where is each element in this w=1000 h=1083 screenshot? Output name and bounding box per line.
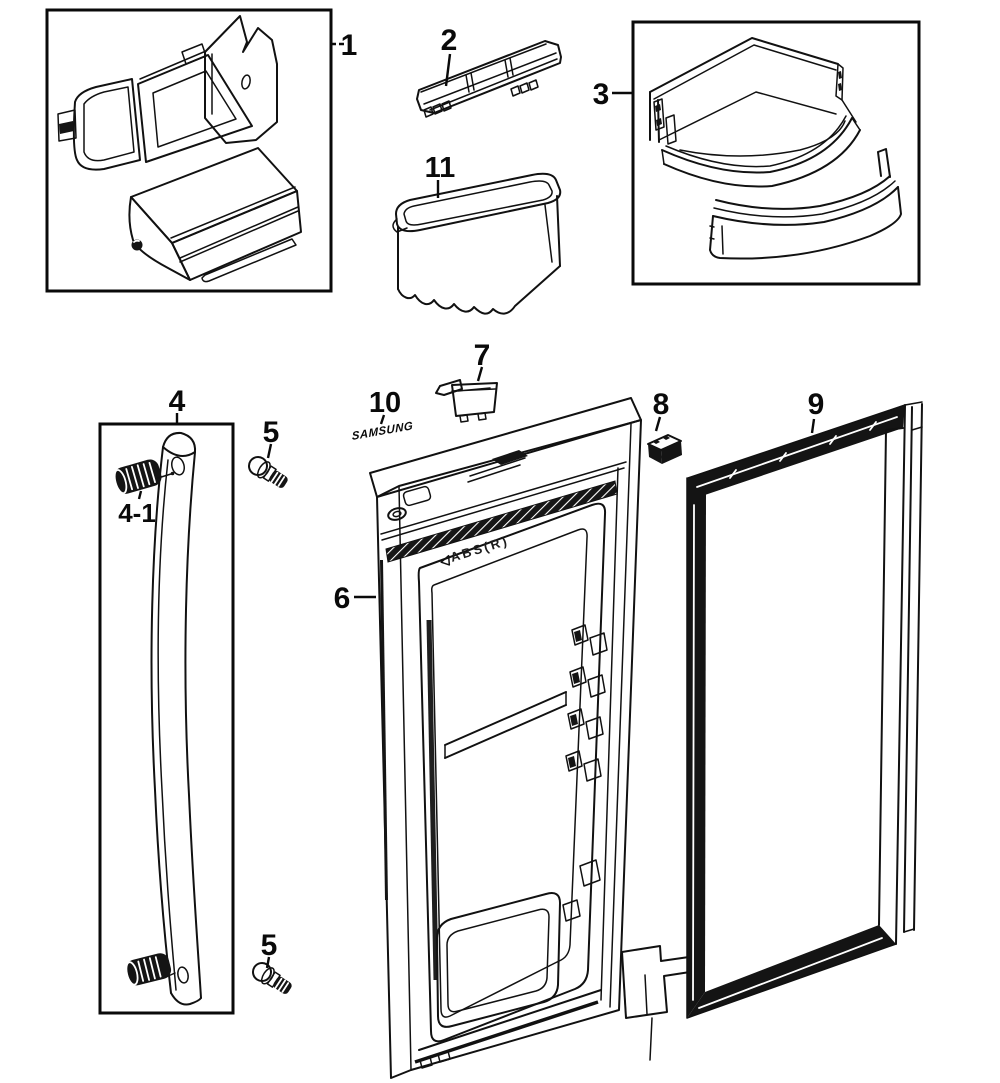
- callout-9: 9: [808, 388, 825, 421]
- part-3-box: [631, 20, 921, 286]
- gasket-drawing: [686, 401, 923, 1019]
- trim-rail-drawing: [416, 40, 562, 118]
- shelf-cover-drawing: [128, 147, 302, 283]
- callout-5-upper: 5: [263, 416, 280, 449]
- handle-drawing: [150, 431, 202, 1006]
- leader-10: [379, 414, 386, 425]
- callout-5-lower: 5: [261, 929, 278, 962]
- bracket-drawing: [435, 379, 498, 423]
- callout-6: 6: [334, 582, 351, 615]
- handle-end-cap-upper: [113, 459, 175, 495]
- callout-11: 11: [425, 152, 456, 184]
- door-basket-drawing: [392, 172, 562, 315]
- callout-labels: 1 2 3 4 4-1 5 5 6 7 8 9 10 11: [118, 24, 824, 962]
- leader-9: [810, 418, 816, 434]
- screw-upper-drawing: [248, 456, 288, 488]
- part-1-group: [45, 8, 333, 293]
- callout-10: 10: [369, 387, 401, 419]
- shelf-frame-drawing: [57, 15, 278, 171]
- callout-3: 3: [593, 78, 610, 111]
- callout-7: 7: [474, 339, 491, 372]
- brand-emblem-text: SAMSUNG: [352, 420, 414, 443]
- callout-4: 4: [169, 385, 186, 418]
- shelf-clips: [562, 624, 608, 922]
- callout-8: 8: [653, 388, 670, 421]
- door-drawing: ABS(R): [369, 397, 691, 1079]
- cap-block-drawing: [647, 434, 682, 464]
- part-4-group: [98, 422, 235, 1015]
- callout-2: 2: [441, 24, 458, 57]
- screw-lower-drawing: [252, 962, 292, 994]
- leader-5-upper: [266, 443, 273, 459]
- leader-2: [444, 53, 452, 87]
- part-1-box: [45, 8, 333, 293]
- callout-1: 1: [341, 29, 358, 62]
- part-4-box: [98, 422, 235, 1015]
- callout-4-1: 4-1: [118, 498, 156, 528]
- upper-bin-drawing: [649, 37, 861, 188]
- lower-bin-drawing: [709, 148, 902, 260]
- leader-lines: [137, 42, 816, 969]
- leader-4-1: [137, 490, 143, 500]
- leader-5-lower: [265, 956, 271, 969]
- handle-end-cap-lower: [125, 953, 176, 986]
- part-3-group: [631, 20, 921, 286]
- leader-7: [476, 366, 484, 382]
- leader-8: [654, 416, 662, 432]
